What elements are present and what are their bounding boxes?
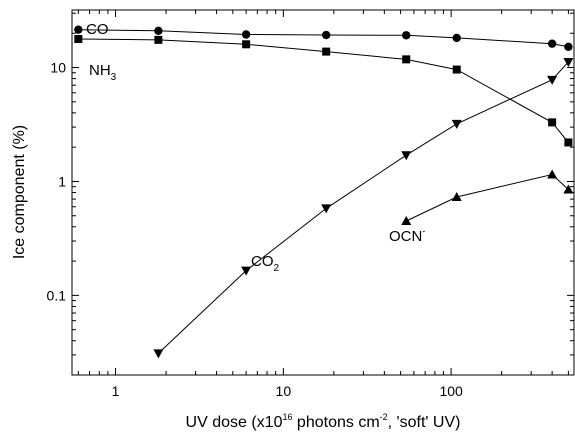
x-axis-title-end: , 'soft' UV) bbox=[388, 414, 461, 431]
data-point-nh3 bbox=[402, 55, 411, 64]
data-point-co bbox=[241, 30, 251, 39]
series-label-ocn: OCN- bbox=[389, 226, 425, 245]
series-line-ocn bbox=[405, 173, 569, 222]
data-point-nh3 bbox=[322, 47, 331, 56]
series-label-co2: CO2 bbox=[251, 253, 280, 274]
series-label-nh3-main: NH bbox=[89, 62, 111, 79]
data-point-co bbox=[321, 30, 331, 40]
series-line-co2 bbox=[158, 61, 569, 354]
series-co2 bbox=[153, 57, 574, 359]
data-point-ocn bbox=[563, 184, 574, 194]
y-tick-label: 1 bbox=[58, 173, 66, 189]
x-tick-label: 10 bbox=[276, 383, 292, 399]
series-label-nh3: NH3 bbox=[89, 62, 117, 83]
series-label-ocn-main: OCN bbox=[389, 228, 422, 245]
data-point-co2 bbox=[241, 266, 252, 276]
data-point-co bbox=[452, 33, 461, 43]
data-point-co2 bbox=[321, 204, 332, 214]
series-line-nh3 bbox=[78, 38, 569, 143]
x-tick-label: 100 bbox=[439, 383, 463, 399]
data-point-nh3 bbox=[452, 65, 461, 74]
data-point-co2 bbox=[451, 119, 462, 129]
x-tick-label: 1 bbox=[112, 383, 120, 399]
series-co bbox=[74, 25, 573, 52]
data-point-co bbox=[154, 26, 163, 36]
series-label-co2-sub: 2 bbox=[274, 263, 280, 274]
x-axis-title-sup1: 16 bbox=[282, 412, 292, 422]
data-point-ocn bbox=[451, 192, 462, 202]
x-axis-title: UV dose (x1016 photons cm-2, 'soft' UV) bbox=[186, 412, 461, 431]
data-point-co2 bbox=[563, 57, 574, 67]
ticks-layer: 1 10 100 0.1 1 10 bbox=[47, 10, 574, 399]
series-ocn bbox=[401, 169, 574, 225]
data-point-nh3 bbox=[74, 35, 83, 44]
data-point-ocn bbox=[401, 215, 412, 225]
series-layer bbox=[74, 25, 574, 359]
data-point-ocn bbox=[547, 169, 558, 179]
data-point-co bbox=[402, 31, 411, 40]
data-point-co bbox=[74, 25, 83, 34]
series-label-nh3-sub: 3 bbox=[111, 72, 117, 83]
plot-frame bbox=[71, 9, 575, 376]
x-axis-title-main: UV dose (x10 bbox=[186, 414, 283, 431]
x-axis-title-sup2: -2 bbox=[380, 412, 388, 422]
y-tick-label: 0.1 bbox=[47, 287, 67, 303]
y-axis-title: Ice component (%) bbox=[11, 125, 28, 259]
series-nh3 bbox=[74, 35, 573, 147]
data-point-co2 bbox=[401, 151, 412, 161]
y-tick-label: 10 bbox=[50, 60, 66, 76]
data-point-nh3 bbox=[564, 138, 573, 147]
x-axis-title-mid: photons cm bbox=[292, 414, 379, 431]
data-point-co2 bbox=[153, 349, 164, 359]
series-label-co: CO bbox=[86, 21, 109, 38]
data-point-co bbox=[547, 39, 557, 48]
series-line-co bbox=[78, 29, 569, 48]
data-point-co2 bbox=[547, 75, 558, 85]
series-label-ocn-sup: - bbox=[422, 226, 425, 236]
series-label-co2-main: CO bbox=[251, 253, 274, 270]
data-point-nh3 bbox=[242, 40, 251, 49]
data-point-nh3 bbox=[548, 118, 557, 127]
data-point-nh3 bbox=[154, 35, 163, 44]
data-point-co bbox=[564, 42, 573, 52]
